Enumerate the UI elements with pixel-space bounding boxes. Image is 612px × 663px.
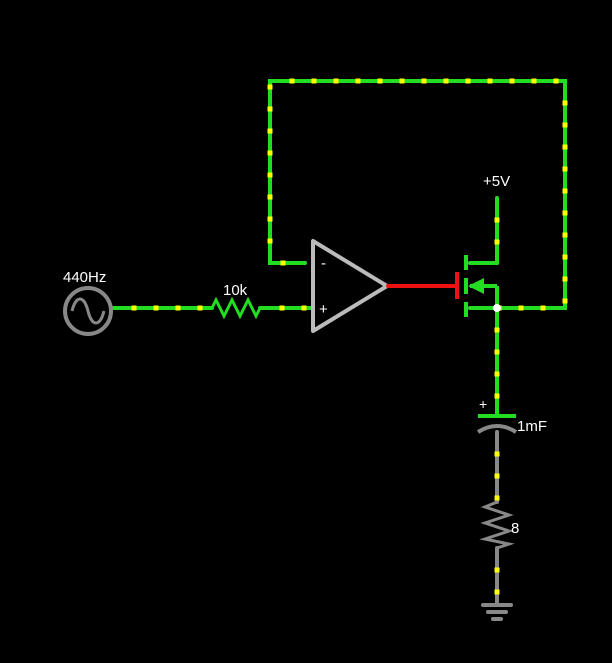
current-dot <box>562 188 568 194</box>
current-dot <box>518 305 524 311</box>
capacitor[interactable]: + 1mF <box>476 396 547 435</box>
current-dot <box>562 298 568 304</box>
mosfet-arrow-icon <box>468 278 484 294</box>
current-dot <box>531 78 537 84</box>
speaker-zigzag-icon <box>479 500 515 550</box>
current-dot <box>562 210 568 216</box>
current-dot <box>421 78 427 84</box>
current-dot <box>280 260 286 266</box>
current-dot <box>562 254 568 260</box>
ac-source-icon <box>63 286 113 336</box>
current-dot <box>267 106 273 112</box>
speaker-resistor[interactable]: 8 <box>479 500 519 550</box>
capacitor-label: 1mF <box>517 418 547 435</box>
current-dot <box>494 327 500 333</box>
current-dot <box>153 305 159 311</box>
feedback-wire[interactable] <box>268 79 567 310</box>
current-dot <box>333 78 339 84</box>
current-dot <box>311 78 317 84</box>
current-dot <box>494 451 500 457</box>
current-dot <box>494 371 500 377</box>
ground-icon <box>481 603 513 621</box>
resistor-label: 10k <box>223 282 248 299</box>
speaker-label: 8 <box>511 520 519 537</box>
resistor-zigzag-icon <box>210 296 262 320</box>
current-dot <box>494 473 500 479</box>
current-dot <box>301 305 307 311</box>
current-dot <box>494 217 500 223</box>
current-dot <box>487 78 493 84</box>
current-dot <box>267 194 273 200</box>
junction-node <box>493 304 501 312</box>
mosfet[interactable] <box>464 255 501 317</box>
current-dot <box>494 589 500 595</box>
current-dot <box>267 128 273 134</box>
current-dot <box>267 150 273 156</box>
current-dot <box>494 567 500 573</box>
op-amp[interactable]: - + <box>311 239 389 333</box>
op-amp-triangle-icon <box>311 239 389 333</box>
current-dot <box>279 305 285 311</box>
current-dot <box>267 84 273 90</box>
current-dot <box>355 78 361 84</box>
current-dot <box>509 78 515 84</box>
current-dot <box>494 393 500 399</box>
current-dot <box>131 305 137 311</box>
current-dot <box>197 305 203 311</box>
input-resistor[interactable]: 10k <box>210 282 262 320</box>
current-dot <box>399 78 405 84</box>
current-dot <box>175 305 181 311</box>
current-dot <box>494 495 500 501</box>
current-dot <box>562 276 568 282</box>
current-dot <box>553 78 559 84</box>
op-amp-minus-label: - <box>321 255 326 272</box>
source-label: 440Hz <box>63 269 106 286</box>
ac-source[interactable]: 440Hz <box>63 269 113 336</box>
current-dot <box>562 166 568 172</box>
gate-wire[interactable] <box>386 272 459 299</box>
current-dot <box>377 78 383 84</box>
current-dot <box>562 122 568 128</box>
current-dot <box>443 78 449 84</box>
supply-label: +5V <box>483 173 510 190</box>
sine-wave-icon <box>70 297 106 325</box>
current-dot <box>494 349 500 355</box>
current-dot <box>267 238 273 244</box>
current-dot <box>465 78 471 84</box>
current-dot <box>267 172 273 178</box>
current-dot <box>562 144 568 150</box>
capacitor-plate-curved <box>476 424 518 434</box>
current-dot <box>494 239 500 245</box>
op-amp-plus-label: + <box>319 301 328 318</box>
current-dot <box>562 232 568 238</box>
current-dot <box>540 305 546 311</box>
current-dot <box>562 100 568 106</box>
current-dots <box>131 78 568 595</box>
current-dot <box>289 78 295 84</box>
capacitor-plus-label: + <box>479 396 487 412</box>
current-dot <box>267 216 273 222</box>
